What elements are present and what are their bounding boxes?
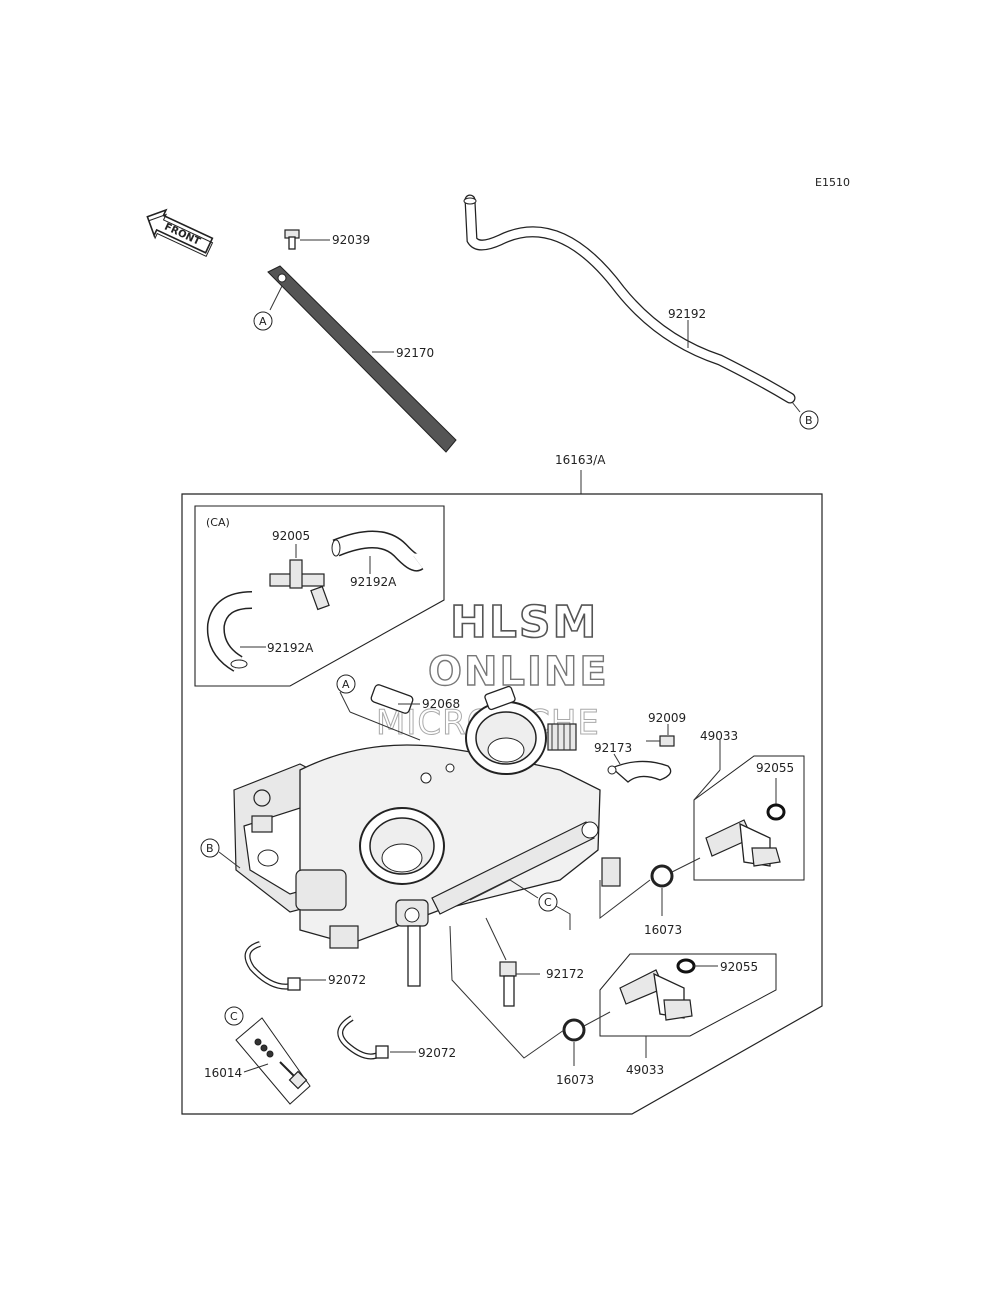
callout-b-top [799,410,819,430]
callout-c-bottom-label: C [230,1010,238,1023]
part-label-92068: 92068 [422,697,460,711]
callout-c-inside-label: C [544,896,552,909]
assembly-frame [181,493,823,1115]
part-label-92072-b: 92072 [418,1046,456,1060]
part-label-92192a-top: 92192A [350,575,397,589]
part-label-92039: 92039 [332,233,370,247]
o-ring-92055-top [766,803,786,821]
part-label-92170: 92170 [396,346,434,360]
diagram-code: E1510 [815,176,850,189]
hose-92192a-bottom [206,591,253,672]
part-label-92192: 92192 [668,307,706,321]
ca-inset-frame [194,505,445,687]
callout-b-inside [200,838,220,858]
hose-92192 [463,194,796,404]
part-label-92192a-bottom: 92192A [267,641,314,655]
kit-16014-parts [254,1038,308,1090]
callout-a-inside [336,674,356,694]
kit-16014-frame [235,1017,311,1105]
throttle-body [233,684,621,987]
part-label-49033-top: 49033 [700,729,738,743]
screw-92009 [646,735,675,747]
part-label-92005: 92005 [272,529,310,543]
part-label-92173: 92173 [594,741,632,755]
assembly-label: 16163/A [555,453,606,467]
part-label-49033-bottom: 49033 [626,1063,664,1077]
part-label-16073-top: 16073 [644,923,682,937]
part-label-16014: 16014 [204,1066,242,1080]
part-label-92009: 92009 [648,711,686,725]
clamp-92173 [607,760,672,783]
strap-92170 [267,265,457,453]
cable-tie-92072-b [337,1015,389,1060]
ca-label: (CA) [206,516,230,529]
part-label-16073-bottom: 16073 [556,1073,594,1087]
callout-c-inside [538,892,558,912]
part-label-92055-bottom: 92055 [720,960,758,974]
callout-a-top [253,311,273,331]
bolt-92039 [284,229,300,250]
o-ring-92055-bottom [676,958,696,974]
front-arrow-icon: FRONT [146,208,214,258]
t-joint-92005 [269,559,330,611]
watermark-line2: ONLINE [428,649,609,695]
callout-a-inside-label: A [342,678,350,691]
part-label-92072-a: 92072 [328,973,366,987]
part-label-92172: 92172 [546,967,584,981]
washer-16073-top [650,864,674,888]
callout-b-inside-label: B [206,842,214,855]
hose-92192a-top [331,530,424,572]
injector-set-top-frame [693,755,805,881]
injector-49033-top [705,819,781,867]
callout-a-top-label: A [259,315,267,328]
injector-set-bottom-frame [599,953,777,1037]
callout-c-bottom [224,1006,244,1026]
watermark-line1: HLSM [450,597,598,648]
washer-16073-bottom [562,1018,586,1042]
part-label-92055-top: 92055 [756,761,794,775]
cable-tie-92072-a [244,941,301,991]
bolt-92172 [499,961,517,1007]
injector-49033-bottom [619,969,693,1021]
callout-b-top-label: B [805,414,813,427]
